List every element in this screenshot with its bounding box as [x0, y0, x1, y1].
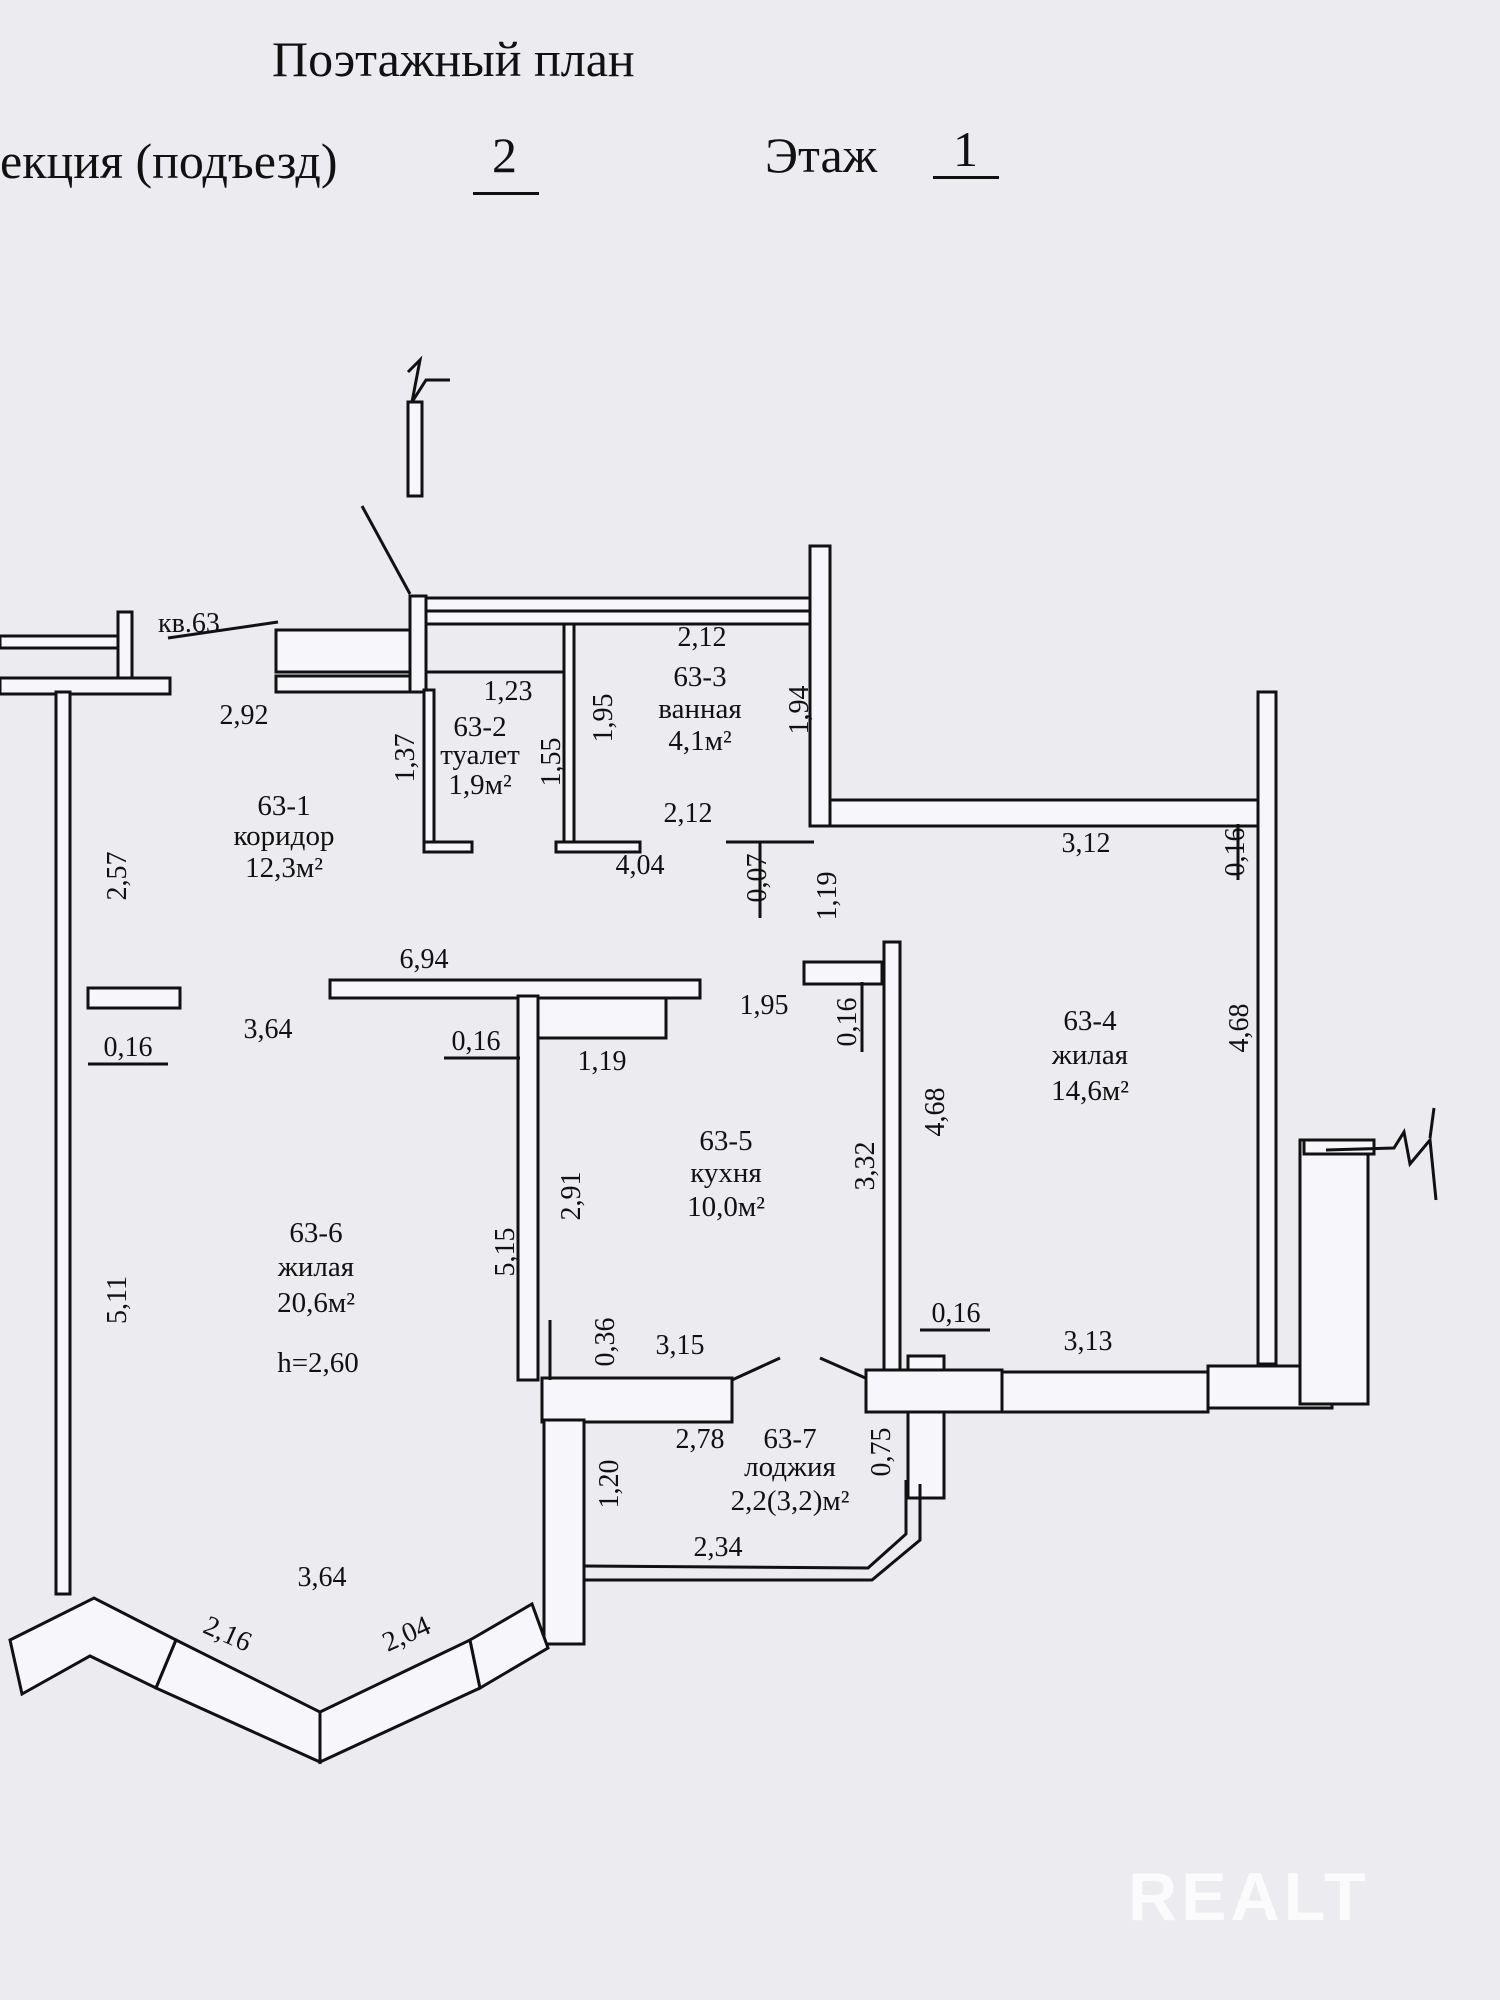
dim-label: 2,78 — [676, 1424, 725, 1455]
dim-label: 2,34 — [694, 1532, 743, 1563]
section-underline — [473, 192, 539, 195]
room-63-5: 63-5 кухня 10,0м² — [687, 1125, 765, 1223]
room-63-3: 63-3 ванная 4,1м² — [658, 661, 741, 757]
dim-label: 6,94 — [400, 944, 449, 975]
room-63-7-id: 63-7 — [763, 1423, 816, 1455]
window-line — [167, 620, 279, 640]
section-value: 2 — [492, 127, 517, 183]
room-63-4: 63-4 жилая 14,6м² — [1051, 1005, 1129, 1107]
dim-label: 3,13 — [1064, 1326, 1113, 1357]
dim-label: 3,32 — [850, 1142, 881, 1191]
room-63-1: 63-1 коридор 12,3м² — [234, 790, 335, 884]
dim-label: 2,12 — [664, 798, 713, 829]
walls-top — [0, 544, 1278, 1366]
room-63-7: 63-7 лоджия 2,2(3,2)м² — [731, 1423, 850, 1517]
north-arrow-icon — [360, 355, 450, 595]
dim-label: 0,36 — [590, 1318, 621, 1367]
dim-label: 0,16 — [932, 1298, 981, 1329]
dim-label: 5,15 — [490, 1228, 521, 1277]
room-63-7-area: 2,2(3,2)м² — [731, 1485, 850, 1517]
room-63-6-name: жилая — [277, 1251, 354, 1283]
room-63-4-id: 63-4 — [1063, 1005, 1117, 1037]
section-label: екция (подъезд) — [0, 133, 338, 189]
dim-label: 1,94 — [784, 686, 815, 735]
walls-bottom — [8, 1107, 1438, 1765]
dim-label: 0,16 — [104, 1032, 153, 1063]
room-63-6-id: 63-6 — [289, 1217, 342, 1249]
dim-label: 1,19 — [812, 872, 843, 921]
room-63-2-area: 1,9м² — [448, 769, 512, 801]
floor-label: Этаж — [765, 127, 878, 183]
room-63-6-area: 20,6м² — [277, 1287, 355, 1319]
room-63-5-area: 10,0м² — [687, 1191, 765, 1223]
room-63-5-id: 63-5 — [699, 1125, 752, 1157]
room-63-3-name: ванная — [658, 693, 741, 725]
dim-label: 3,64 — [298, 1562, 347, 1593]
room-63-2: 63-2 туалет 1,9м² — [440, 711, 520, 801]
dim-label: 4,04 — [616, 850, 665, 881]
dim-label: 0,16 — [832, 998, 863, 1047]
dim-label: 3,12 — [1062, 828, 1111, 859]
room-63-4-name: жилая — [1051, 1039, 1128, 1071]
room-63-1-name: коридор — [234, 820, 335, 852]
dim-label: 2,04 — [378, 1610, 435, 1658]
watermark-logo: REALT — [1128, 1859, 1370, 1935]
dim-label: 5,11 — [102, 1276, 133, 1324]
room-63-1-area: 12,3м² — [245, 852, 323, 884]
room-63-3-id: 63-3 — [673, 661, 726, 693]
dim-label: 1,37 — [390, 734, 421, 783]
dim-label: 0,16 — [1220, 828, 1251, 877]
room-63-4-area: 14,6м² — [1051, 1075, 1129, 1107]
dim-label: 1,20 — [594, 1460, 625, 1509]
room-63-6: 63-6 жилая 20,6м² h=2,60 — [277, 1217, 359, 1379]
room-63-5-name: кухня — [690, 1157, 762, 1189]
floor-underline — [933, 176, 999, 179]
dim-label: 0,75 — [866, 1428, 897, 1477]
dimensions-vertical: 1,37 1,55 1,95 1,94 2,57 0,07 1,19 0,16 … — [102, 686, 1255, 1509]
dim-label: 1,19 — [578, 1046, 627, 1077]
floor-value: 1 — [953, 121, 978, 177]
dim-label: 3,64 — [244, 1014, 293, 1045]
dim-label: 1,55 — [536, 738, 567, 787]
dim-label: 2,92 — [220, 700, 269, 731]
dim-label: 1,23 — [484, 676, 533, 707]
dim-label: 4,68 — [1224, 1004, 1255, 1053]
dim-label: 3,15 — [656, 1330, 705, 1361]
apartment-label: кв.63 — [158, 608, 220, 639]
room-63-3-area: 4,1м² — [668, 725, 732, 757]
dim-label: 1,95 — [588, 694, 619, 743]
dim-label: 0,16 — [452, 1026, 501, 1057]
dimensions-horizontal: 2,12 2,92 1,23 2,12 4,04 3,12 6,94 3,64 … — [104, 622, 1113, 1658]
room-63-6-height: h=2,60 — [277, 1347, 359, 1379]
dim-label: 0,07 — [742, 854, 773, 903]
dim-label: 2,57 — [102, 852, 133, 901]
dim-label: 2,16 — [199, 1610, 256, 1658]
room-63-2-id: 63-2 — [453, 711, 506, 743]
dimension-ticks — [88, 824, 1240, 1380]
dim-label: 2,12 — [678, 622, 727, 653]
plan-title: Поэтажный план — [272, 31, 635, 87]
room-63-7-name: лоджия — [744, 1451, 836, 1483]
room-63-2-name: туалет — [440, 739, 520, 771]
dim-label: 2,91 — [556, 1172, 587, 1221]
dim-label: 1,95 — [740, 990, 789, 1021]
room-63-1-id: 63-1 — [257, 790, 310, 822]
dim-label: 4,68 — [920, 1088, 951, 1137]
